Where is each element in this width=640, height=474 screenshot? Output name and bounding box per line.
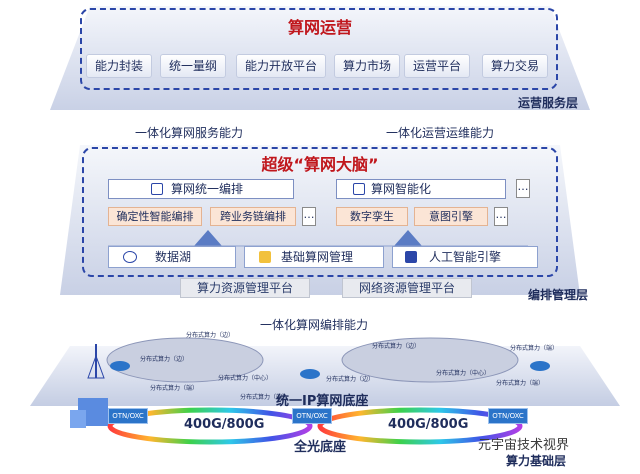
compute-resource-platform: 算力资源管理平台 [180, 278, 310, 298]
node-label-1: 分布式算力（边） [186, 332, 235, 339]
data-lake-box: 数据湖 [108, 246, 236, 268]
node-label-4: 分布式算力（端） [150, 385, 199, 392]
ai-icon [405, 251, 417, 263]
ai-engine-label: 人工智能引擎 [429, 250, 502, 264]
basic-management-label: 基础算网管理 [281, 250, 354, 264]
intelligence-box: 算网智能化 [336, 179, 506, 199]
ops-item-capability-encapsulation: 能力封装 [86, 54, 152, 78]
node-label-5: 分布式算力（端） [240, 394, 289, 401]
network-base-graphic [30, 337, 620, 445]
database-icon [123, 251, 137, 263]
network-capability-label: 一体化算网编排能力 [260, 318, 369, 332]
node-label-7: 分布式算力（中心） [436, 370, 491, 377]
layers-icon [259, 251, 271, 263]
ops-item-ops-platform: 运营平台 [404, 54, 470, 78]
deterministic-orchestration-box: 确定性智能编排 [108, 207, 202, 226]
brain-dashed-frame [82, 147, 558, 277]
ops-item-unified-dimension: 统一量纲 [160, 54, 226, 78]
node-label-2: 分布式算力（边） [140, 356, 189, 363]
otn-node-1: OTN/OXC [108, 408, 148, 424]
ops-capability-label: 一体化运营运维能力 [386, 126, 495, 140]
digital-twin-box: 数字孪生 [336, 207, 408, 226]
unified-orchestration-box: 算网统一编排 [108, 179, 294, 199]
intelligence-more: … [516, 179, 530, 198]
watermark-text: 元宇宙技术视界 [478, 438, 570, 453]
ai-engine-box: 人工智能引擎 [392, 246, 538, 268]
chart-icon [151, 183, 163, 195]
otn-node-2: OTN/OXC [292, 408, 332, 424]
network-layer-label: 算力基础层 [506, 454, 567, 468]
upward-arrows [108, 230, 528, 247]
ops-item-open-platform: 能力开放平台 [236, 54, 326, 78]
otn-node-3: OTN/OXC [488, 408, 528, 424]
node-label-9: 分布式算力（边） [326, 376, 375, 383]
ops-item-compute-market: 算力市场 [334, 54, 400, 78]
ring-capacity-1: 400G/800G [184, 417, 265, 432]
ops-title: 算网运营 [287, 18, 352, 37]
basic-management-box: 基础算网管理 [244, 246, 384, 268]
ring-capacity-2: 400G/800G [388, 417, 469, 432]
orchestration-more: … [302, 207, 316, 226]
cross-service-orchestration-box: 跨业务链编排 [210, 207, 296, 226]
ops-dashed-frame [80, 8, 558, 90]
data-lake-label: 数据湖 [155, 250, 192, 264]
node-label-6: 分布式算力（边） [372, 343, 421, 350]
ops-item-compute-trading: 算力交易 [482, 54, 548, 78]
intent-engine-box: 意图引擎 [414, 207, 488, 226]
intelligence-label: 算网智能化 [371, 182, 432, 196]
network-resource-platform: 网络资源管理平台 [342, 278, 472, 298]
ip-base-label: 统一IP算网底座 [276, 394, 369, 409]
node-label-10: 分布式算力（端） [496, 380, 545, 387]
service-capability-label: 一体化算网服务能力 [135, 126, 244, 140]
intelligence-sub-more: … [494, 207, 508, 226]
ops-layer-label: 运营服务层 [518, 96, 579, 110]
brain-layer-label: 编排管理层 [528, 288, 589, 302]
unified-orchestration-label: 算网统一编排 [171, 182, 244, 196]
brain-title: 超级“算网大脑” [261, 155, 379, 174]
node-label-3: 分布式算力（中心） [218, 375, 273, 382]
optical-base-label: 全光底座 [294, 440, 347, 455]
brain-icon [353, 183, 365, 195]
node-label-8: 分布式算力（端） [510, 345, 559, 352]
